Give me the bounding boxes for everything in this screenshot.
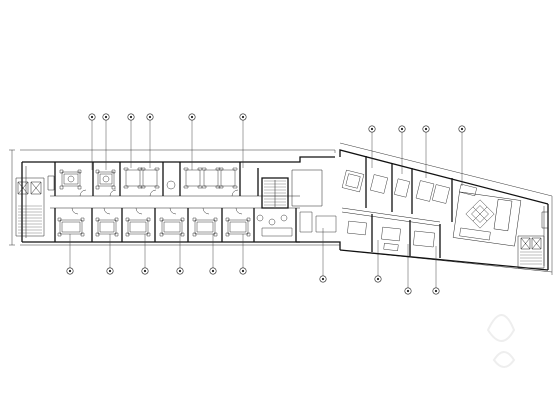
central-core bbox=[257, 170, 340, 250]
callout-tag bbox=[103, 114, 109, 120]
callout-tag bbox=[128, 114, 134, 120]
tags-top bbox=[89, 114, 465, 132]
callout-tag bbox=[107, 268, 113, 274]
callout-tag bbox=[240, 114, 246, 120]
watermark-logo bbox=[488, 315, 514, 367]
upper-rooms bbox=[55, 162, 258, 196]
building-outline-right bbox=[340, 150, 548, 270]
callout-tag bbox=[459, 126, 465, 132]
callout-tag bbox=[189, 114, 195, 120]
tag-leaders bbox=[70, 120, 462, 288]
callout-tag bbox=[399, 126, 405, 132]
left-stair-hatch bbox=[18, 206, 42, 233]
callout-tag bbox=[375, 276, 381, 282]
lower-rooms bbox=[55, 208, 254, 242]
callout-tag bbox=[177, 268, 183, 274]
callout-tag bbox=[89, 114, 95, 120]
callout-tag bbox=[320, 276, 326, 282]
building-outline-left bbox=[16, 157, 335, 242]
callout-tag bbox=[423, 126, 429, 132]
callout-tag bbox=[433, 288, 439, 294]
callout-tag bbox=[369, 126, 375, 132]
callout-tag bbox=[210, 268, 216, 274]
tags-bottom bbox=[67, 268, 439, 294]
callout-tag bbox=[67, 268, 73, 274]
callout-tag bbox=[147, 114, 153, 120]
callout-tag bbox=[240, 268, 246, 274]
callout-tag bbox=[405, 288, 411, 294]
callout-tag bbox=[142, 268, 148, 274]
